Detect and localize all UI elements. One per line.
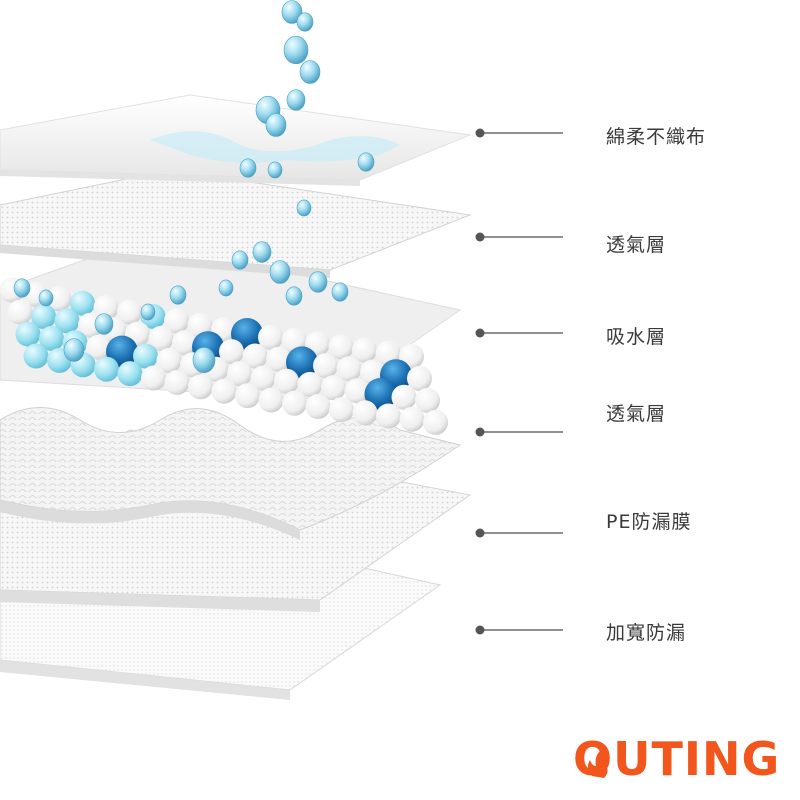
callout-dot	[475, 625, 485, 635]
absorbent-bead	[148, 325, 174, 351]
water-drop	[357, 152, 375, 172]
absorbent-bead	[282, 390, 307, 416]
absorbent-bead	[297, 371, 323, 397]
water-drop	[299, 60, 321, 84]
water-drop	[252, 241, 272, 263]
absorbent-bead	[117, 299, 142, 325]
callout-dot	[475, 427, 485, 437]
absorbent-bead	[376, 403, 401, 429]
label-absorbent: 吸水層	[598, 318, 764, 353]
absorbent-bead	[399, 406, 425, 432]
water-drop	[38, 289, 54, 307]
water-drop	[269, 260, 291, 284]
absorbent-bead	[364, 378, 397, 410]
absorbent-bead	[407, 365, 432, 391]
absorbent-bead	[423, 409, 448, 435]
absorbent-bead	[242, 343, 268, 369]
water-drop	[308, 271, 328, 293]
water-drop	[296, 12, 314, 32]
absorbent-bead	[86, 334, 111, 360]
absorbent-bead	[31, 303, 56, 329]
water-drop	[63, 338, 85, 362]
absorbent-bead	[39, 325, 64, 351]
water-drop	[231, 250, 249, 270]
absorbent-bead	[94, 356, 119, 382]
absorbent-bead	[321, 375, 346, 401]
absorbent-bead	[258, 324, 283, 350]
water-drop	[331, 282, 349, 302]
water-drop	[267, 161, 283, 179]
absorbent-bead	[172, 330, 197, 356]
water-drop	[140, 303, 156, 321]
absorbent-bead	[219, 339, 244, 365]
absorbent-bead	[211, 378, 237, 404]
water-drop	[13, 278, 31, 298]
absorbent-bead	[305, 393, 331, 419]
absorbent-bead	[141, 365, 166, 391]
absorbent-bead	[133, 343, 158, 369]
absorbent-bead	[328, 334, 354, 360]
water-drop	[169, 285, 187, 305]
absorbent-bead	[23, 343, 49, 369]
water-drop	[94, 313, 114, 335]
label-nonwoven: 綿柔不織布	[598, 118, 764, 153]
label-breathable-1: 透氣層	[598, 226, 764, 261]
water-drop	[281, 0, 303, 24]
water-drop	[296, 199, 312, 217]
absorbent-bead	[54, 308, 80, 334]
label-leak-guard: 加寬防漏	[598, 614, 764, 649]
absorbent-bead	[274, 368, 299, 394]
absorbent-bead	[70, 290, 95, 316]
water-drop	[283, 35, 309, 65]
absorbent-bead	[156, 347, 182, 373]
water-drop	[286, 89, 306, 111]
callout-dot	[475, 128, 485, 138]
absorbent-bead	[258, 387, 284, 413]
absorbent-bead	[336, 356, 362, 382]
absorbent-bead	[344, 378, 370, 404]
water-drop	[218, 279, 234, 297]
absorbent-bead	[117, 361, 143, 387]
layer-nonwoven-top	[0, 94, 472, 186]
label-pe-film: PE防漏膜	[598, 503, 764, 538]
absorbent-bead	[93, 295, 119, 321]
callouts	[475, 128, 563, 635]
water-drop	[192, 347, 216, 373]
absorbent-bead	[7, 299, 33, 325]
water-drop	[285, 286, 303, 306]
layer-absorbent	[0, 239, 462, 435]
water-drop	[265, 113, 287, 137]
absorbent-bead	[329, 397, 354, 423]
absorbent-bead	[313, 353, 338, 379]
callout-dot	[475, 232, 485, 242]
callout-dot	[475, 528, 485, 538]
absorbent-bead	[15, 321, 41, 347]
absorbent-bead	[164, 308, 189, 334]
brand-logo: OUTING	[573, 732, 781, 786]
label-breathable-2: 透氣層	[598, 395, 764, 430]
absorbent-bead	[266, 346, 291, 372]
absorbent-bead	[286, 346, 318, 379]
absorbent-bead	[415, 387, 440, 413]
absorbent-bead	[250, 365, 276, 391]
absorbent-bead	[227, 361, 252, 387]
logo-flame-icon	[587, 750, 608, 778]
absorbent-bead	[46, 286, 72, 312]
absorbent-bead	[235, 383, 260, 409]
absorbent-bead	[164, 369, 190, 395]
water-drops	[13, 0, 375, 373]
absorbent-bead	[188, 374, 213, 400]
absorbent-bead	[352, 400, 378, 426]
water-drop	[239, 158, 257, 178]
absorbent-bead	[352, 337, 377, 363]
absorbent-bead	[391, 384, 417, 410]
callout-dot	[475, 328, 485, 338]
